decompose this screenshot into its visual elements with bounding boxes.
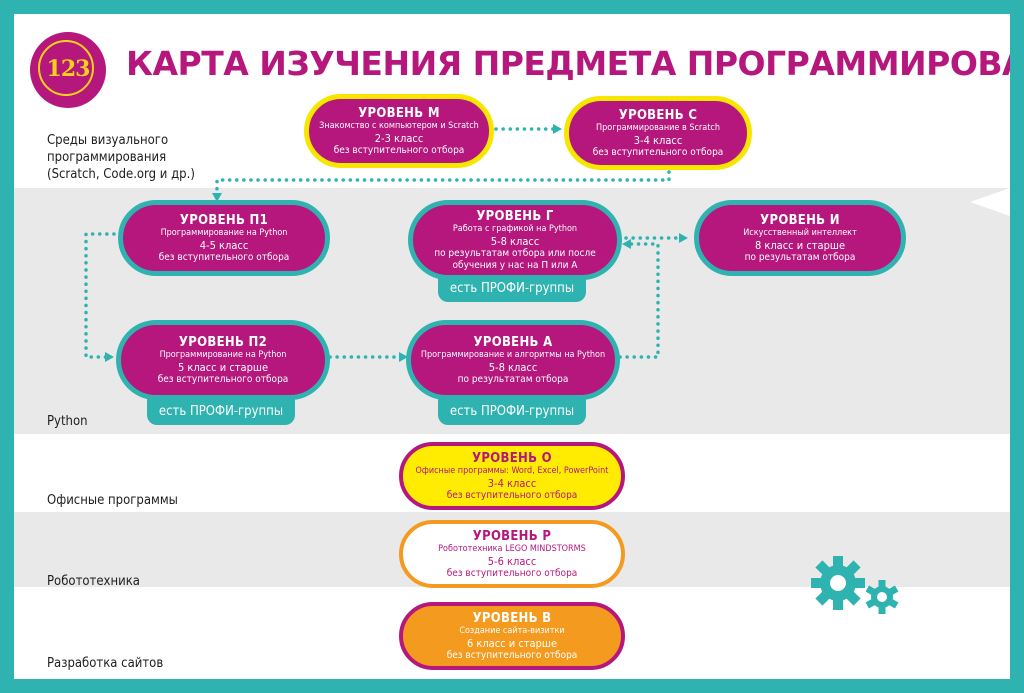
level-p1-title: УРОВЕНЬ П1 <box>179 212 269 228</box>
level-i-grade: 8 класс и старше <box>754 238 846 252</box>
level-a-grade: 5-8 класс <box>488 360 538 374</box>
level-o-desc: Офисные программы: Word, Excel, PowerPoi… <box>415 465 609 476</box>
level-c-card[interactable]: УРОВЕНЬ С Программирование в Scratch 3-4… <box>564 96 752 170</box>
level-g-title: УРОВЕНЬ Г <box>476 208 554 224</box>
level-a-card[interactable]: УРОВЕНЬ А Программирование и алгоритмы н… <box>406 320 620 400</box>
level-p1-desc: Программирование на Python <box>160 227 288 238</box>
level-a-title: УРОВЕНЬ А <box>473 334 553 350</box>
level-i-title: УРОВЕНЬ И <box>760 212 840 228</box>
level-v-card[interactable]: УРОВЕНЬ В Создание сайта-визитки 6 класс… <box>399 602 625 670</box>
level-a-note: по результатам отбора <box>457 373 569 385</box>
level-r-card[interactable]: УРОВЕНЬ Р Робототехника LEGO MINDSTORMS … <box>399 520 625 588</box>
level-p1-card[interactable]: УРОВЕНЬ П1 Программирование на Python 4-… <box>118 200 330 276</box>
level-a-desc: Программирование и алгоритмы на Python <box>420 349 606 360</box>
gear-icon <box>811 556 865 610</box>
level-o-title: УРОВЕНЬ О <box>472 450 552 466</box>
level-i-desc: Искусственный интеллект <box>743 227 857 238</box>
level-i-card[interactable]: УРОВЕНЬ И Искусственный интеллект 8 клас… <box>694 200 906 276</box>
level-v-title: УРОВЕНЬ В <box>472 610 552 626</box>
level-o-grade: 3-4 класс <box>487 476 537 490</box>
category-visual-line: Среды визуального <box>47 133 169 148</box>
gear-icon <box>865 580 899 614</box>
level-v-grade: 6 класс и старше <box>466 636 558 650</box>
level-p2-desc: Программирование на Python <box>159 349 287 360</box>
level-p2-note: без вступительного отбора <box>157 373 289 385</box>
level-r-title: УРОВЕНЬ Р <box>472 528 552 544</box>
page-title: КАРТА ИЗУЧЕНИЯ ПРЕДМЕТА ПРОГРАММИРОВАНИЕ <box>126 44 1010 83</box>
category-office: Офисные программы <box>47 493 178 508</box>
category-visual-line: программирования <box>47 150 167 165</box>
level-g-desc: Работа с графикой на Python <box>452 223 578 234</box>
level-c-grade: 3-4 класс <box>633 133 683 147</box>
band-notch <box>930 188 1010 216</box>
map-sheet: 123 КАРТА ИЗУЧЕНИЯ ПРЕДМЕТА ПРОГРАММИРОВ… <box>14 14 1010 679</box>
level-p1-grade: 4-5 класс <box>199 238 249 252</box>
profi-badge-g: есть ПРОФИ-группы <box>438 276 586 302</box>
category-visual-line: (Scratch, Code.org и др.) <box>47 167 195 182</box>
level-p2-title: УРОВЕНЬ П2 <box>178 334 268 350</box>
level-p2-grade: 5 класс и старше <box>177 360 269 374</box>
level-r-note: без вступительного отбора <box>446 567 578 579</box>
level-c-note: без вступительного отбора <box>592 146 724 158</box>
category-robotics: Робототехника <box>47 574 140 589</box>
level-o-note: без вступительного отбора <box>446 489 578 501</box>
level-m-title: УРОВЕНЬ М <box>358 105 440 121</box>
profi-badge-p2: есть ПРОФИ-группы <box>147 399 295 425</box>
level-o-card[interactable]: УРОВЕНЬ О Офисные программы: Word, Excel… <box>399 442 625 510</box>
connector-lines <box>84 124 688 362</box>
level-v-desc: Создание сайта-визитки <box>459 625 565 636</box>
level-g-note-2: обучения у нас на П или А <box>452 259 578 271</box>
category-visual: Среды визуального программирования (Scra… <box>47 132 195 183</box>
level-m-card[interactable]: УРОВЕНЬ М Знакомство с компьютером и Scr… <box>304 94 494 168</box>
level-m-desc: Знакомство с компьютером и Scratch <box>319 120 479 131</box>
school-logo: 123 <box>30 32 106 108</box>
level-p1-note: без вступительного отбора <box>158 251 290 263</box>
category-web: Разработка сайтов <box>47 656 164 671</box>
logo-text: 123 <box>46 56 91 82</box>
level-r-grade: 5-6 класс <box>487 554 537 568</box>
level-g-card[interactable]: УРОВЕНЬ Г Работа с графикой на Python 5-… <box>408 200 622 280</box>
level-g-grade: 5-8 класс <box>490 234 540 248</box>
level-m-note: без вступительного отбора <box>333 144 465 156</box>
level-i-note: по результатам отбора <box>744 251 856 263</box>
level-c-desc: Программирование в Scratch <box>596 122 720 133</box>
profi-badge-a: есть ПРОФИ-группы <box>438 399 586 425</box>
logo-ring <box>38 40 94 96</box>
level-r-desc: Робототехника LEGO MINDSTORMS <box>438 543 586 554</box>
level-v-note: без вступительного отбора <box>446 649 578 661</box>
level-m-grade: 2-3 класс <box>374 131 424 145</box>
level-p2-card[interactable]: УРОВЕНЬ П2 Программирование на Python 5 … <box>116 320 330 400</box>
level-g-note: по результатам отбора или после <box>434 247 596 259</box>
category-python: Python <box>47 414 88 429</box>
level-c-title: УРОВЕНЬ С <box>618 107 698 123</box>
